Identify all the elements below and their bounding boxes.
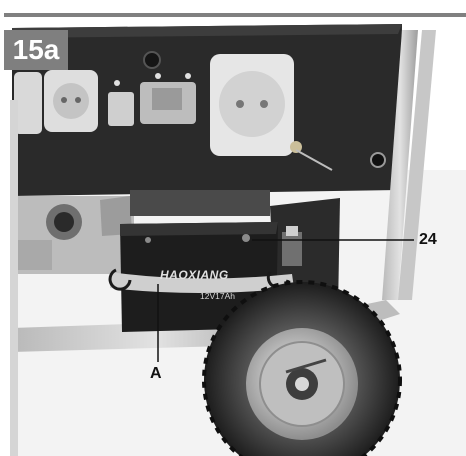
frame-upright bbox=[382, 30, 418, 300]
control-panel bbox=[12, 24, 402, 196]
callout-label-a: A bbox=[150, 365, 162, 382]
battery-spec-text: 12V17Ah bbox=[200, 291, 235, 301]
engine-block bbox=[12, 190, 270, 274]
top-rule bbox=[4, 13, 466, 17]
step-badge: 15a bbox=[4, 30, 68, 70]
battery-brand-text: HAOXIANG bbox=[160, 268, 229, 282]
callout-label-24: 24 bbox=[419, 231, 437, 248]
wheel bbox=[202, 280, 402, 456]
